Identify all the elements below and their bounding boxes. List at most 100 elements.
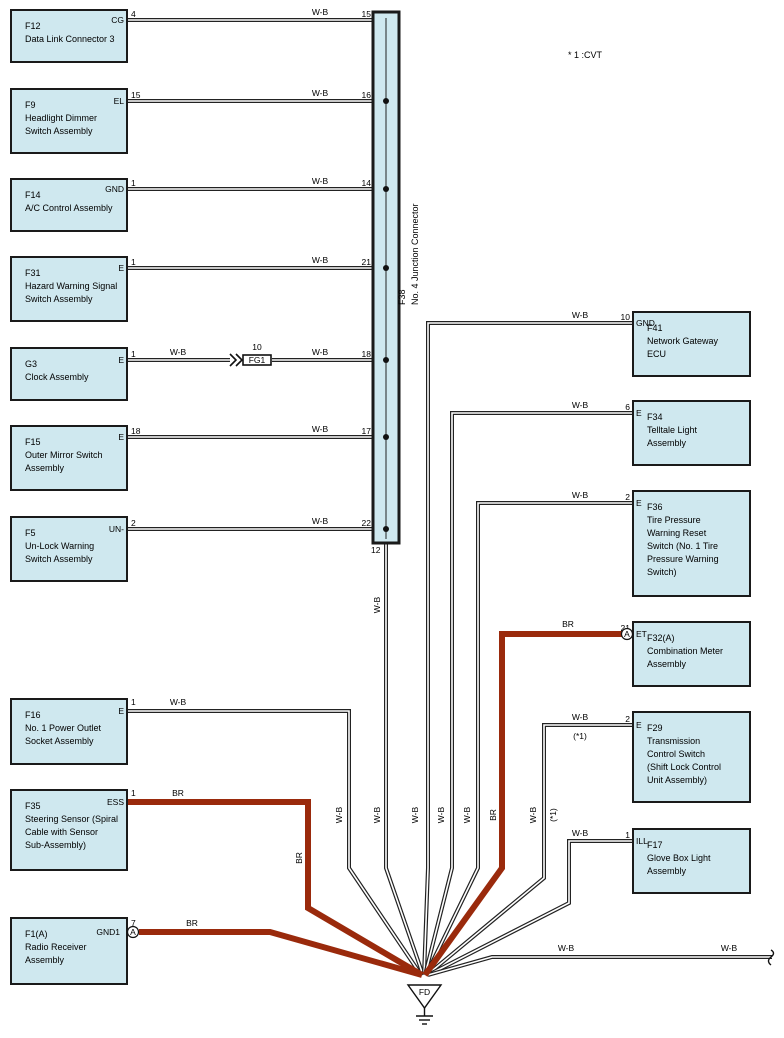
- comp-f9-pin: 15: [131, 90, 141, 100]
- comp-f5-name-line: Switch Assembly: [25, 554, 93, 564]
- comp-f16-name-line: Socket Assembly: [25, 736, 94, 746]
- wire-f34-ground-inner: [424, 412, 633, 976]
- comp-f15-splice-dot: [383, 434, 389, 440]
- ground-fd-label: FD: [419, 987, 430, 997]
- comp-f12-name-line: Data Link Connector 3: [25, 34, 115, 44]
- comp-f35-name-line: Sub-Assembly): [25, 840, 86, 850]
- comp-f29-box: [632, 711, 751, 803]
- comp-f31-wire-color: W-B: [312, 255, 329, 265]
- comp-f31-terminal: E: [118, 263, 124, 273]
- comp-f41-pin: 10: [621, 312, 631, 322]
- comp-f29-name-line: (Shift Lock Control: [647, 762, 721, 772]
- wire-junction-ground-outer: [384, 543, 425, 976]
- comp-f14-box: [10, 178, 128, 232]
- comp-f16-name-line: No. 1 Power Outlet: [25, 723, 102, 733]
- comp-f34-box: [632, 400, 751, 466]
- connector-fg1-pin: 10: [252, 342, 262, 352]
- comp-f32a-name-line: Assembly: [647, 659, 687, 669]
- comp-g3-wire-color: W-B: [170, 347, 187, 357]
- comp-f12-id: F12: [25, 21, 41, 31]
- comp-f31-pin: 1: [131, 257, 136, 267]
- wire-f29-ground-inner: [426, 724, 633, 976]
- f35-vertical-br-label: BR: [294, 852, 304, 864]
- comp-g3-wire-color-2: W-B: [312, 347, 329, 357]
- comp-f1a-marker: [126, 925, 140, 939]
- comp-f29-name-line: Control Switch: [647, 749, 705, 759]
- comp-f31-id: F31: [25, 268, 41, 278]
- comp-f29-terminal: E: [636, 720, 642, 730]
- vertical-wire-label: W-B: [372, 596, 382, 613]
- comp-f5-pin: 2: [131, 518, 136, 528]
- comp-f17-pin: 1: [625, 830, 630, 840]
- comp-f5-name-line: Un-Lock Warning: [25, 541, 94, 551]
- comp-f12-pin: 4: [131, 9, 136, 19]
- comp-f35-terminal: ESS: [107, 797, 124, 807]
- comp-g3-terminal: E: [118, 355, 124, 365]
- wire-f16-ground-inner: [127, 710, 422, 976]
- comp-f17-box: [632, 828, 751, 894]
- comp-f14-name-line: A/C Control Assembly: [25, 203, 113, 213]
- comp-f9-wire-color: W-B: [312, 88, 329, 98]
- wire-junction-ground-inner: [385, 543, 424, 976]
- comp-f1a-box: [10, 917, 128, 985]
- vertical-wire-label: W-B: [436, 806, 446, 823]
- components-layer: [10, 9, 751, 985]
- comp-f41-name-line: ECU: [647, 349, 666, 359]
- ground-fd-symbol: [406, 984, 443, 1010]
- comp-f31-box: [10, 256, 128, 322]
- comp-f15-box: [10, 425, 128, 491]
- comp-f31-name-line: Switch Assembly: [25, 294, 93, 304]
- comp-f36-name-line: Switch (No. 1 Tire: [647, 541, 718, 551]
- comp-f36-pin: 2: [625, 492, 630, 502]
- vertical-wire-label: BR: [488, 809, 498, 821]
- wires-layer: [127, 18, 772, 978]
- vertical-wire-label: W-B: [334, 806, 344, 823]
- comp-f36-wire-color: W-B: [572, 490, 589, 500]
- comp-f14-id: F14: [25, 190, 41, 200]
- comp-f5-box: [10, 516, 128, 582]
- comp-f17-wire-color: W-B: [572, 828, 589, 838]
- vertical-wire-label: (*1): [548, 808, 558, 822]
- comp-f1a-wire-color: BR: [186, 918, 198, 928]
- comp-f14-terminal: GND: [105, 184, 124, 194]
- comp-f32a-id: F32(A): [647, 633, 675, 643]
- wire-f17-ground: [427, 839, 633, 977]
- wire-f16-ground: [127, 709, 423, 977]
- vertical-wire-label: W-B: [372, 806, 382, 823]
- wire-f36-ground-outer: [424, 501, 633, 976]
- comp-f36-name-line: Pressure Warning: [647, 554, 719, 564]
- comp-f15-name-line: Assembly: [25, 463, 65, 473]
- comp-f34-terminal: E: [636, 408, 642, 418]
- wire-f41-ground-outer: [422, 321, 633, 976]
- wire-f32a-ground-br: [422, 631, 627, 977]
- comp-f5-terminal: UN-: [109, 524, 124, 534]
- comp-f1a-name-line: Assembly: [25, 955, 65, 965]
- comp-f36-name-line: Switch): [647, 567, 677, 577]
- comp-g3-box: [10, 347, 128, 401]
- comp-f16-terminal: E: [118, 706, 124, 716]
- wire-f35-ground-br: [127, 799, 424, 978]
- comp-g3-junction-pin: 18: [362, 349, 372, 359]
- comp-f41-name-line: Network Gateway: [647, 336, 719, 346]
- comp-f35-pin: 1: [131, 788, 136, 798]
- comp-f15-terminal: E: [118, 432, 124, 442]
- comp-g3-id: G3: [25, 359, 37, 369]
- comp-f5-id: F5: [25, 528, 36, 538]
- junction-bottom-pin: 12: [371, 545, 381, 555]
- vertical-wire-label: W-B: [528, 806, 538, 823]
- comp-f29-pin: 2: [625, 714, 630, 724]
- comp-f29-id: F29: [647, 723, 663, 733]
- comp-f16-box: [10, 698, 128, 765]
- comp-f17-terminal: ILL-: [636, 836, 651, 846]
- wire-f29-ground-outer: [425, 723, 633, 977]
- comp-f34-pin: 6: [625, 402, 630, 412]
- comp-f1a-id: F1(A): [25, 929, 48, 939]
- vertical-wire-label: W-B: [462, 806, 472, 823]
- comp-f31-name-line: Hazard Warning Signal: [25, 281, 117, 291]
- comp-f36-box: [632, 490, 751, 597]
- comp-f41-box: [632, 311, 751, 377]
- comp-f15-id: F15: [25, 437, 41, 447]
- wire-break-icon: [767, 949, 775, 966]
